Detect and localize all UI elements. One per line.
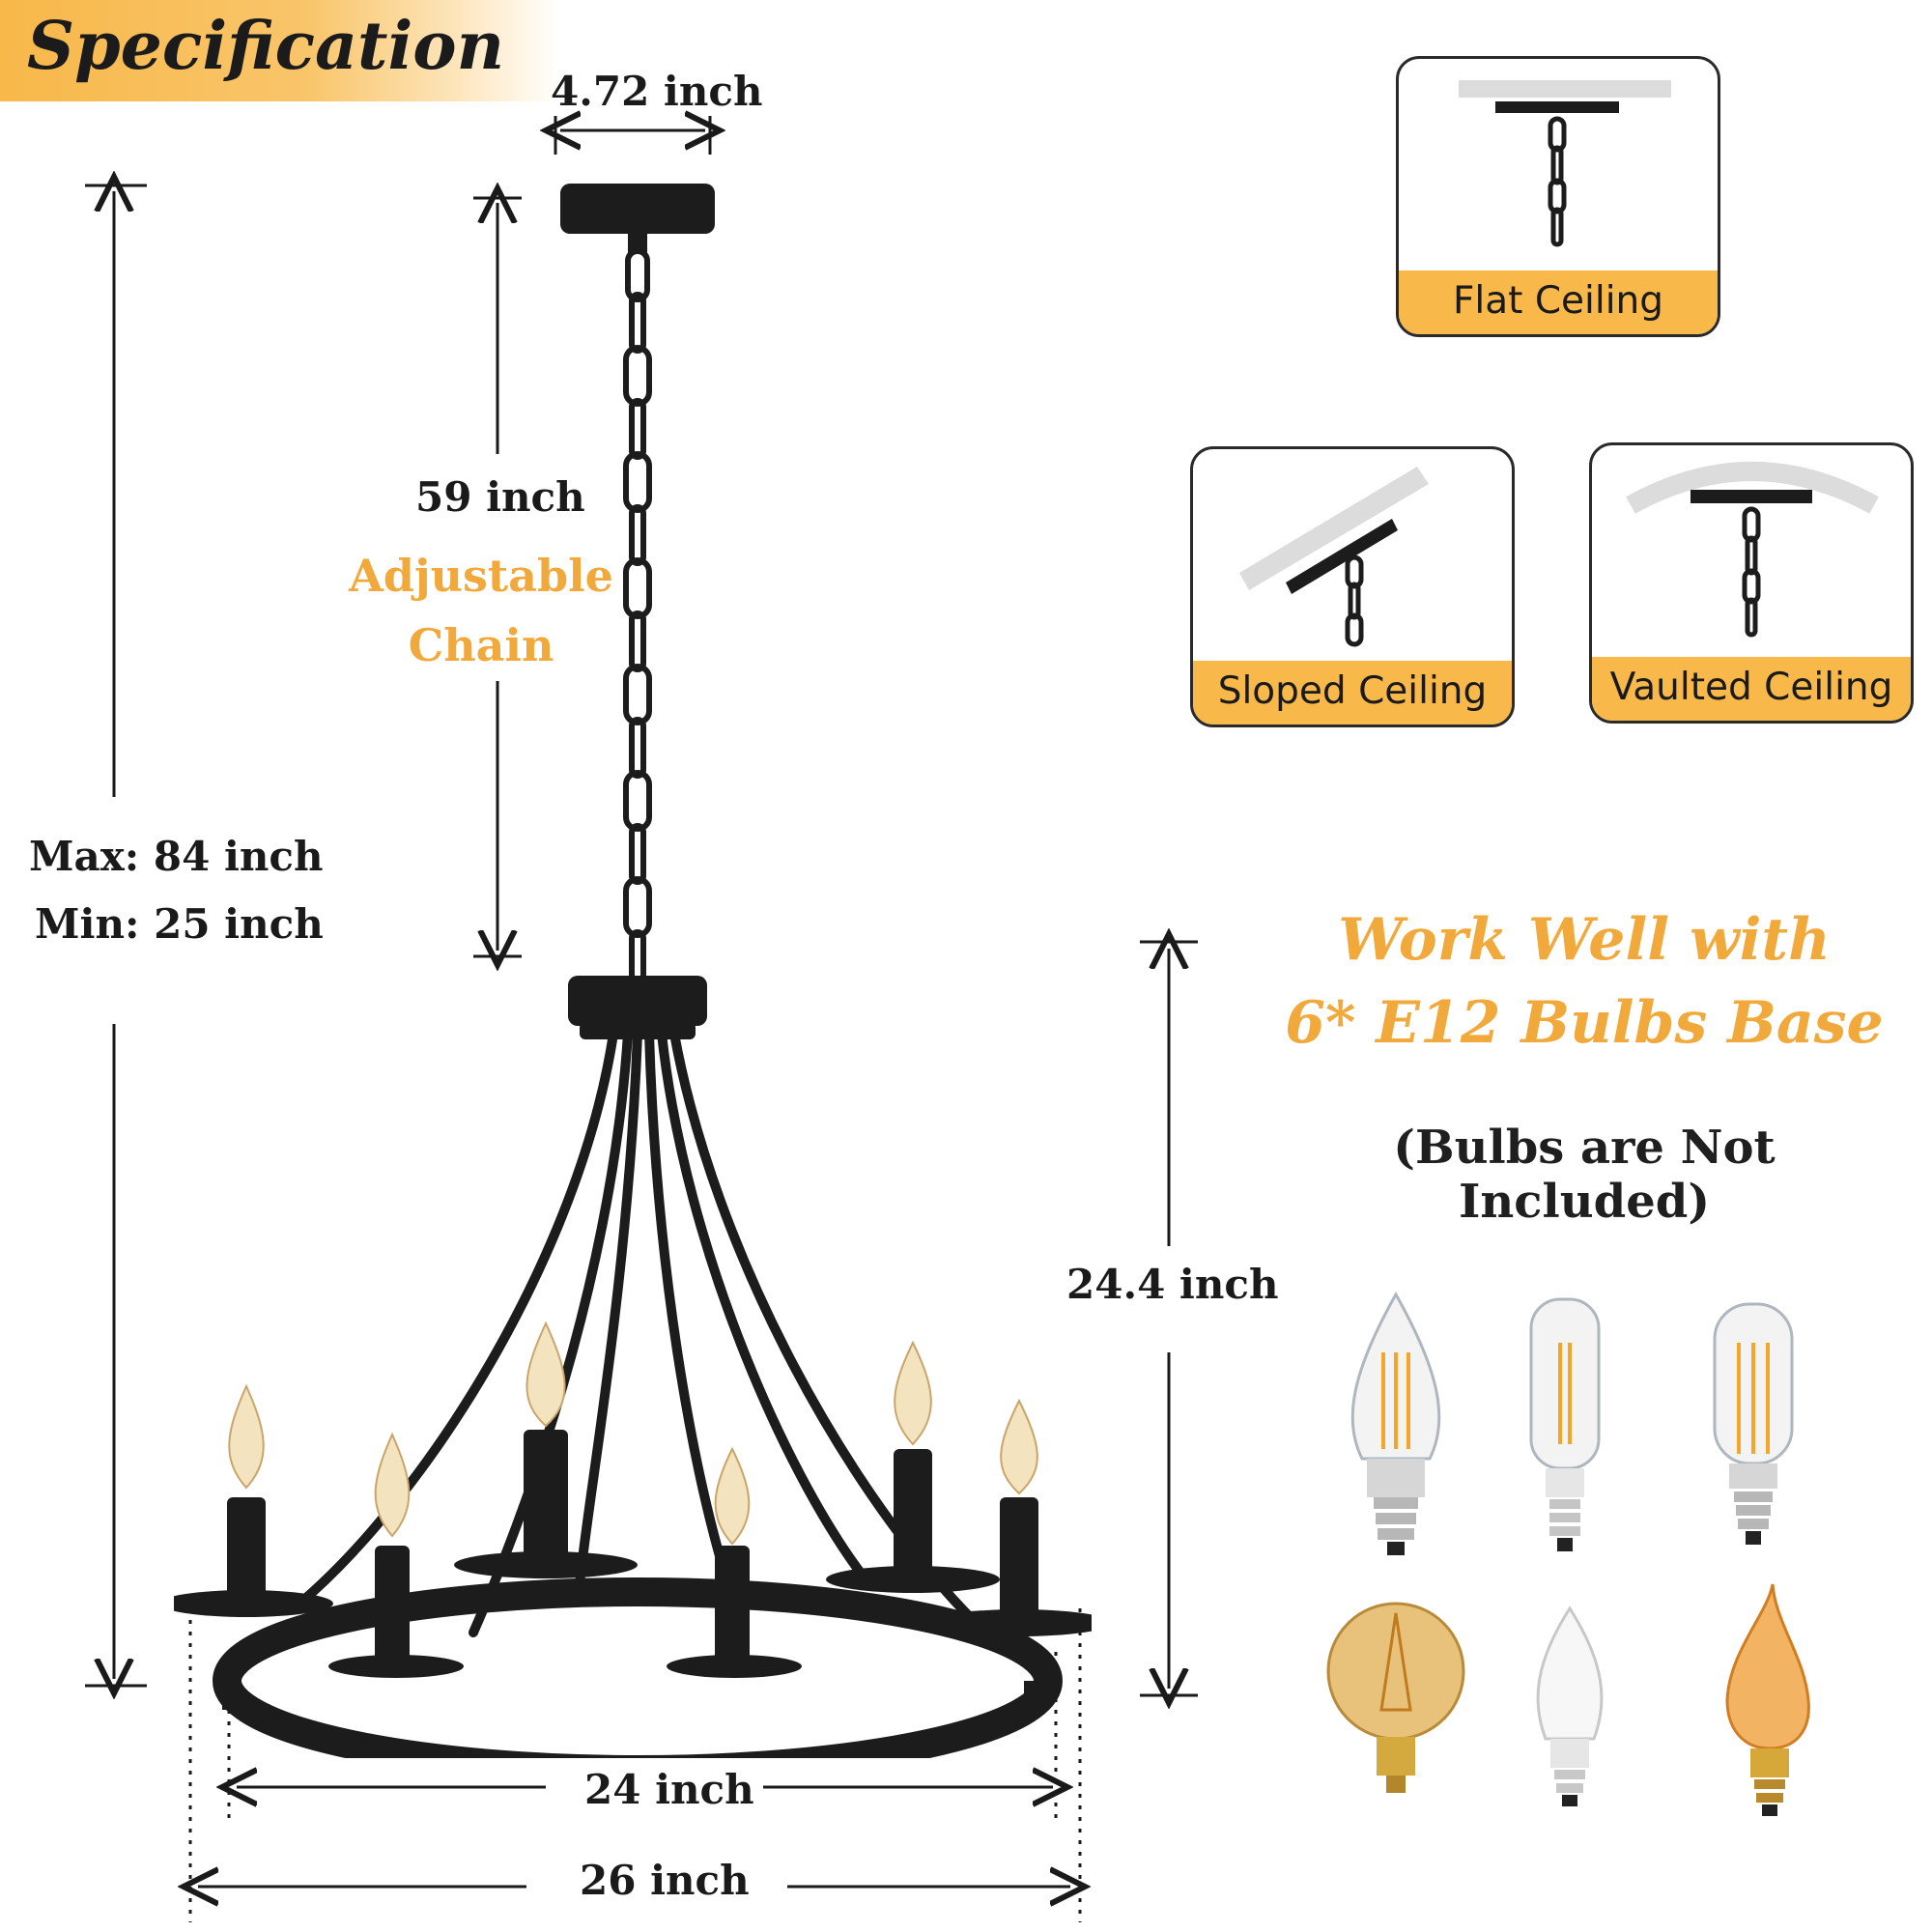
tubular-bulb-icon <box>1529 1297 1601 1551</box>
flat-ceiling-label: Flat Ceiling <box>1399 270 1718 334</box>
bulb-icons <box>1326 1291 1810 1816</box>
bulb-headline-line-2: 6* E12 Bulbs Base <box>1285 989 1884 1057</box>
vaulted-ceiling-card: Vaulted Ceiling <box>1589 442 1914 724</box>
frosted-candle-bulb-icon <box>1536 1605 1604 1806</box>
bulbs-not-included-note: (Bulbs are Not Included) <box>1393 1121 1776 1229</box>
t-shape-bulb-icon <box>1713 1302 1794 1545</box>
canopy-width-label: 4.72 inch <box>551 68 763 115</box>
vaulted-ceiling-icon <box>1626 462 1879 638</box>
sloped-ceiling-icon <box>1239 467 1429 647</box>
flat-ceiling-card: Flat Ceiling <box>1396 56 1720 337</box>
globe-bulb-icon <box>1326 1602 1465 1793</box>
page-title: Specification <box>27 8 505 85</box>
outer-diameter-label: 26 inch <box>580 1857 750 1904</box>
max-height-label: Max: 84 inch <box>29 833 324 880</box>
adjustable-chain-line-2: Chain <box>408 619 554 671</box>
bulb-headline-line-1: Work Well with <box>1338 906 1831 974</box>
flame-tip-bulb-icon <box>1725 1583 1810 1816</box>
header-banner <box>0 0 560 101</box>
bulb-headline: Work Well with 6* E12 Bulbs Base <box>1275 898 1893 1065</box>
vaulted-ceiling-label: Vaulted Ceiling <box>1592 657 1911 721</box>
sloped-ceiling-card: Sloped Ceiling <box>1190 446 1515 727</box>
candle-bulb-icon <box>1350 1291 1441 1555</box>
inner-diameter-label: 24 inch <box>584 1766 754 1813</box>
min-height-label: Min: 25 inch <box>35 900 324 948</box>
flat-ceiling-icon <box>1459 80 1671 247</box>
adjustable-chain-note: Adjustable Chain <box>336 541 626 680</box>
body-height-label: 24.4 inch <box>1066 1261 1279 1308</box>
adjustable-chain-line-1: Adjustable <box>349 550 613 602</box>
chain-length-label: 59 inch <box>415 473 585 521</box>
chandelier-illustration <box>174 184 1092 1758</box>
sloped-ceiling-label: Sloped Ceiling <box>1193 661 1512 724</box>
